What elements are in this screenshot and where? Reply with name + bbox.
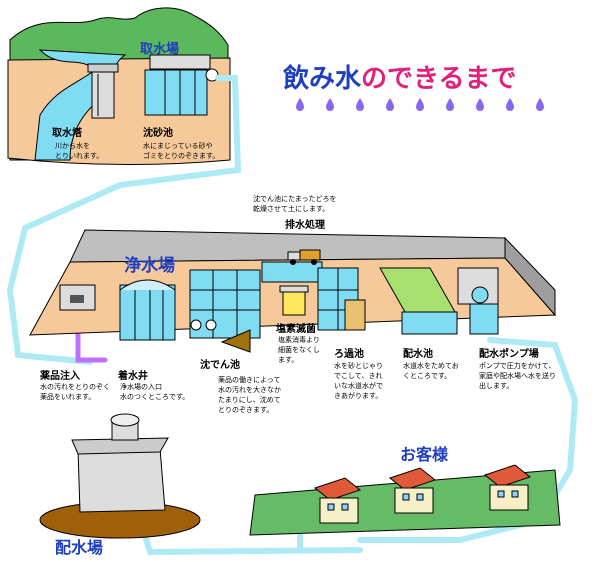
water-drop-icon [356, 98, 364, 111]
water-drop-icon [446, 98, 454, 111]
house-2 [388, 467, 437, 514]
drainage-desc: 沈でん池にたまったどろを 乾燥させて土にします。 [253, 195, 337, 213]
water-drop-icon [416, 98, 424, 111]
plant-area-label: 浄水場 [124, 256, 175, 276]
customers-label: お客様 [400, 445, 449, 464]
clear-well-desc: 水道水をためてお くところです。 [403, 362, 459, 380]
house-3 [483, 464, 532, 511]
settling-basin [189, 261, 323, 353]
drainage-name: 排水処理 [285, 220, 325, 231]
title-part-1: 飲み水 [283, 64, 362, 94]
chlorine-house [279, 285, 309, 316]
water-drop-icon [326, 98, 334, 111]
plant-side-wall [504, 236, 556, 317]
distribution-reservoir [39, 413, 201, 539]
water-drops [296, 98, 544, 111]
house-1 [313, 477, 362, 524]
settling-desc: 薬品の働きによって 水の汚れを大きなか たまりにし、沈めて とりのぞきます。 [218, 376, 281, 414]
pipe-intake-to-plant [6, 75, 242, 365]
water-drop-icon [476, 98, 484, 111]
pipe-plant-to-city [357, 337, 579, 543]
receiving-well-name: 着水井 [118, 371, 148, 382]
intake-tower-desc: 川から水を とりいれます。 [55, 142, 104, 160]
intake-tower [87, 63, 119, 119]
sludge-truck [287, 249, 321, 265]
water-drop-icon [386, 98, 394, 111]
clear-well-name: 配水池 [403, 349, 433, 360]
sand-basin-desc: 水にまじっている砂や ゴミをとりのぞきます。 [143, 142, 220, 160]
pump-name: 配水ポンプ場 [479, 349, 539, 360]
distribution-label: 配水場 [55, 538, 104, 557]
filter-name: ろ過池 [334, 349, 364, 360]
intake-tower-name: 取水塔 [52, 128, 82, 139]
water-drop-icon [506, 98, 514, 111]
filter-basin [317, 267, 366, 331]
chemical-building [59, 284, 96, 311]
clear-well [379, 267, 458, 335]
water-drop-icon [536, 98, 544, 111]
pump-station [457, 267, 499, 335]
customer-town [249, 464, 561, 536]
sand-basin [144, 54, 219, 116]
receiving-well-desc: 浄水場の入口 水のつくところです。 [120, 383, 190, 401]
sand-basin-name: 沈砂池 [143, 128, 173, 139]
chemical-desc: 水の汚れをとりのぞく 薬品をいれます。 [40, 383, 110, 401]
purification-plant [29, 229, 557, 353]
chemical-name: 薬品注入 [40, 371, 80, 382]
water-drop-icon [296, 98, 304, 111]
page-title: 飲み水のできるまで [283, 58, 517, 95]
intake-area [7, 7, 231, 166]
filter-desc: 水を砂とじゃり でこして、きれ いな水道水がで きあがります。 [334, 362, 383, 400]
chlorine-desc: 塩素消毒より 細菌をなくし ます。 [278, 336, 320, 364]
intake-area-label: 取水場 [140, 42, 180, 57]
pump-desc: ポンプで圧力をかけて、 家庭や配水場へ水を送り 出します。 [479, 362, 556, 390]
settling-name: 沈でん池 [200, 360, 240, 371]
title-part-2: のできるまで [361, 64, 517, 94]
receiving-well [119, 279, 176, 341]
chlorine-name: 塩素滅菌 [276, 324, 316, 335]
